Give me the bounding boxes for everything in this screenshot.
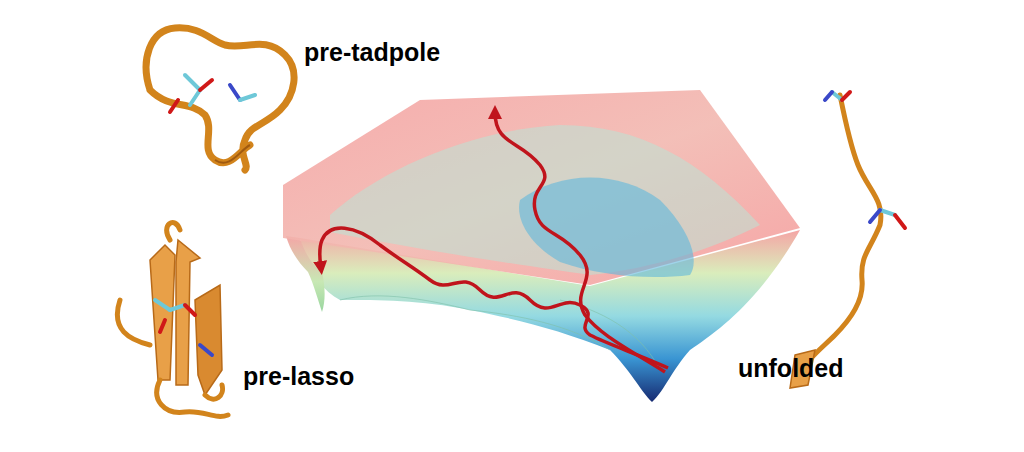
pathway-arrow [495,112,665,372]
pathway-arrow [320,228,668,368]
pre-tadpole-molecule [146,28,294,170]
state-label: pre-lasso [243,362,354,391]
pre-lasso-molecule [117,223,228,417]
state-label: unfolded [738,354,844,383]
unfolded-molecule [790,92,905,388]
ridge-lines [340,296,660,370]
state-label: pre-tadpole [304,38,440,67]
